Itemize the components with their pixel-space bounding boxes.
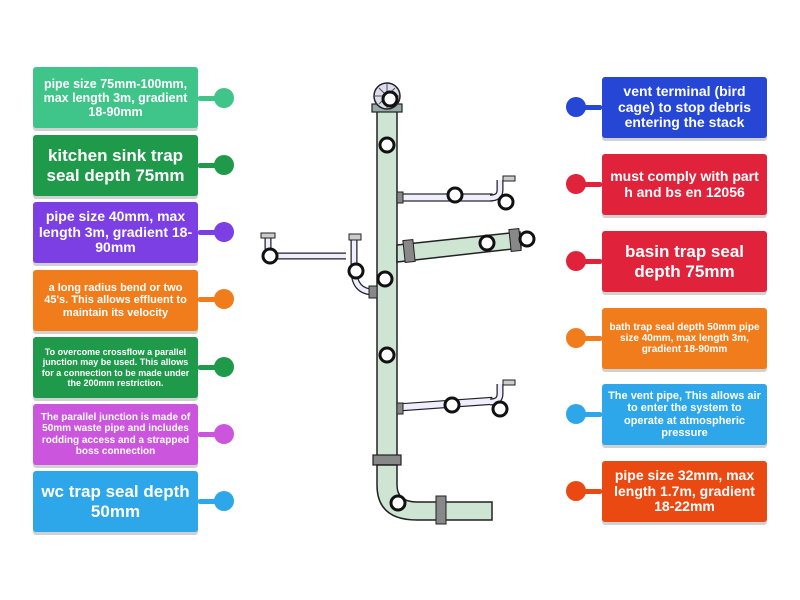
drop-target[interactable] [446, 186, 464, 204]
connector [198, 499, 220, 504]
connector [198, 297, 220, 302]
pin[interactable] [566, 251, 586, 271]
pin[interactable] [566, 481, 586, 501]
connector [198, 96, 220, 101]
label-pipe-size-32mm[interactable]: pipe size 32mm, max length 1.7m, gradien… [602, 461, 767, 522]
drop-target[interactable] [491, 400, 509, 418]
label-parallel-junction-50mm[interactable]: The parallel junction is made of 50mm wa… [33, 404, 198, 465]
pin[interactable] [214, 155, 234, 175]
label-pipe-size-40mm[interactable]: pipe size 40mm, max length 3m, gradient … [33, 202, 198, 263]
basin-branch [396, 175, 516, 204]
connector [198, 432, 220, 437]
drop-target[interactable] [378, 136, 396, 154]
label-part-h-compliance[interactable]: must comply with part h and bs en 12056 [602, 154, 767, 215]
label-text: pipe size 40mm, max length 3m, gradient … [38, 207, 193, 256]
pin[interactable] [566, 404, 586, 424]
connector [580, 105, 602, 110]
label-wc-trap-seal[interactable]: wc trap seal depth 50mm [33, 471, 198, 532]
kitchen-branch [396, 227, 522, 264]
label-text: bath trap seal depth 50mm pipe size 40mm… [609, 321, 760, 356]
drop-target[interactable] [261, 247, 279, 265]
label-basin-trap-seal[interactable]: basin trap seal depth 75mm [602, 231, 767, 292]
drop-target[interactable] [478, 234, 496, 252]
connector [198, 230, 220, 235]
drop-target[interactable] [518, 230, 536, 248]
pin[interactable] [566, 97, 586, 117]
label-kitchen-sink-trap[interactable]: kitchen sink trap seal depth 75mm [33, 135, 198, 196]
label-text: a long radius bend or two 45's. This all… [44, 282, 187, 319]
drop-targets [261, 90, 536, 512]
label-text: The vent pipe, This allows air to enter … [608, 389, 761, 439]
label-text: wc trap seal depth 50mm [41, 481, 190, 521]
label-long-radius-bend[interactable]: a long radius bend or two 45's. This all… [33, 270, 198, 331]
connector [580, 336, 602, 341]
drop-target[interactable] [389, 494, 407, 512]
stack-coupling [372, 454, 402, 466]
label-text: To overcome crossflow a parallel junctio… [41, 346, 190, 388]
label-pipe-size-75mm[interactable]: pipe size 75mm-100mm, max length 3m, gra… [33, 67, 198, 128]
drop-target[interactable] [443, 396, 461, 414]
label-text: must comply with part h and bs en 12056 [610, 167, 759, 200]
drop-target[interactable] [381, 90, 399, 108]
label-text: vent terminal (bird cage) to stop debris… [617, 82, 752, 131]
pin[interactable] [214, 357, 234, 377]
label-text: pipe size 32mm, max length 1.7m, gradien… [614, 466, 755, 515]
drop-target[interactable] [497, 193, 515, 211]
label-vent-terminal[interactable]: vent terminal (bird cage) to stop debris… [602, 77, 767, 138]
pin[interactable] [566, 328, 586, 348]
pin[interactable] [214, 424, 234, 444]
pin[interactable] [214, 289, 234, 309]
label-vent-pipe[interactable]: The vent pipe, This allows air to enter … [602, 384, 767, 445]
label-text: basin trap seal depth 75mm [624, 241, 745, 281]
connector [198, 163, 220, 168]
drop-target[interactable] [378, 346, 396, 364]
drop-target[interactable] [376, 270, 394, 288]
connector [580, 259, 602, 264]
label-text: pipe size 75mm-100mm, max length 3m, gra… [43, 76, 188, 119]
pin[interactable] [566, 174, 586, 194]
label-text: kitchen sink trap seal depth 75mm [46, 145, 185, 185]
label-bath-trap-seal[interactable]: bath trap seal depth 50mm pipe size 40mm… [602, 308, 767, 369]
label-parallel-junction-crossflow[interactable]: To overcome crossflow a parallel junctio… [33, 337, 198, 398]
pin[interactable] [214, 88, 234, 108]
pin[interactable] [214, 491, 234, 511]
long-radius-bend [376, 464, 493, 525]
connector [580, 489, 602, 494]
connector [580, 182, 602, 187]
connector [580, 412, 602, 417]
label-text: The parallel junction is made of 50mm wa… [40, 412, 191, 457]
drop-target[interactable] [347, 262, 365, 280]
connector [198, 365, 220, 370]
pin[interactable] [214, 222, 234, 242]
